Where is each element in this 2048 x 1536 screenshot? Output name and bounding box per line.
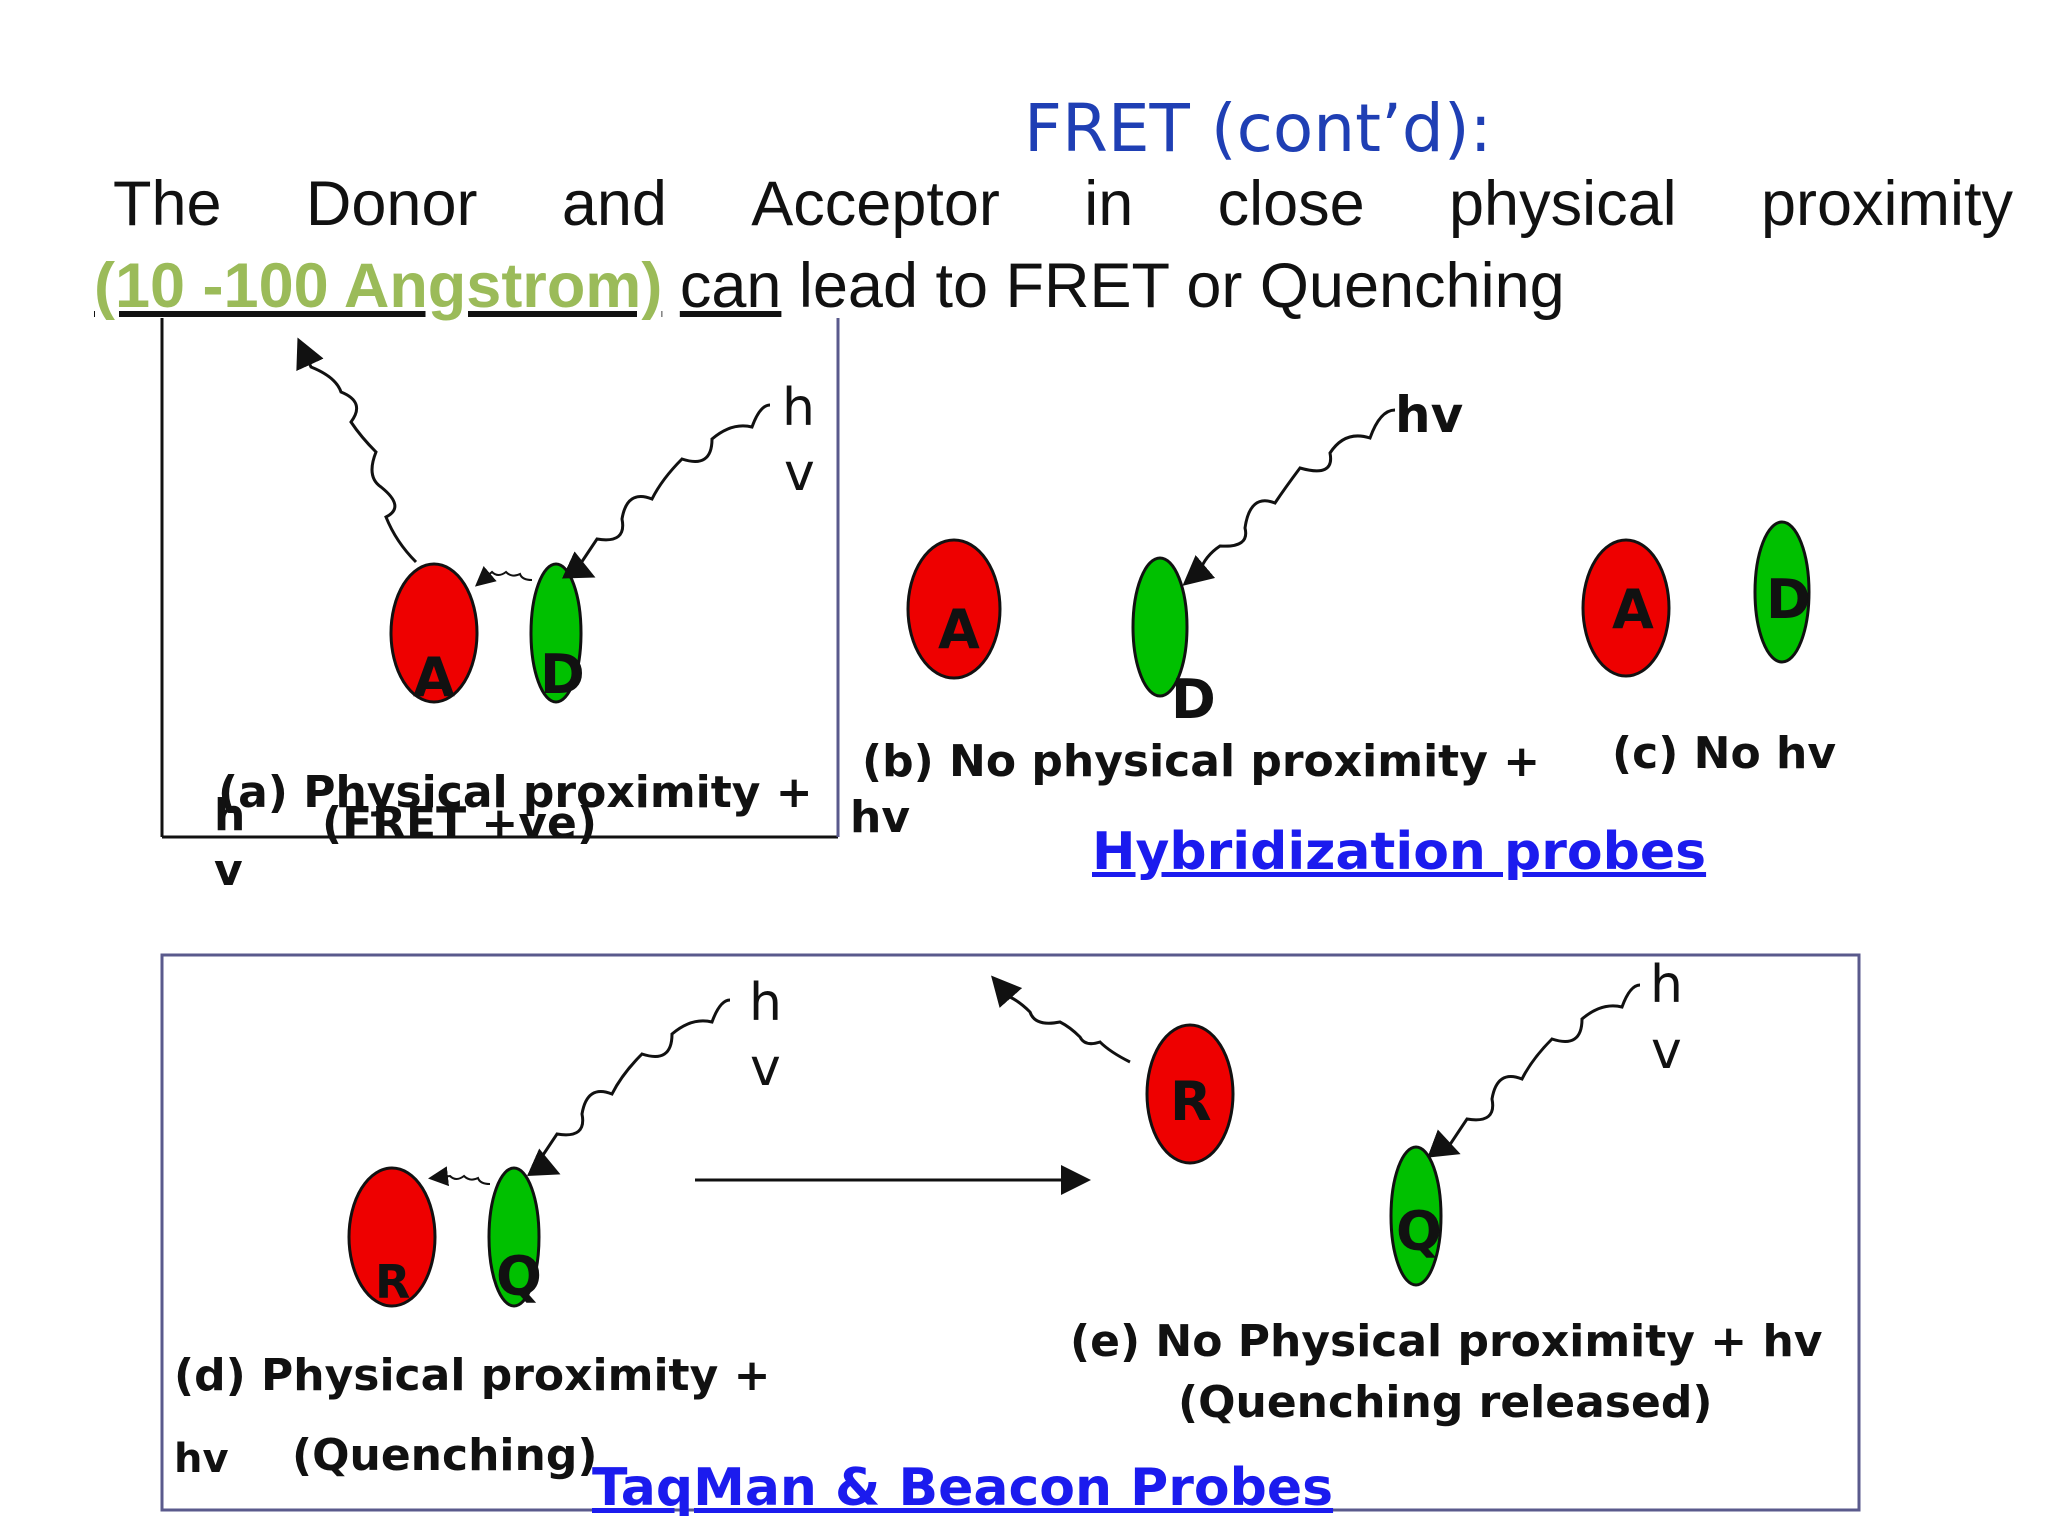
word: close <box>1217 169 1365 239</box>
caption-a: (a) Physical proximity + <box>218 767 813 818</box>
incoming-photon-arrow-a <box>561 403 771 579</box>
slide-title: FRET (cont’d): <box>1024 90 1492 167</box>
donor-label-c: D <box>1766 568 1811 631</box>
caption-e-sub: (Quenching released) <box>1178 1377 1713 1428</box>
hv-h-d: h <box>749 973 782 1033</box>
angstrom-range: (10 -100 Angstrom) <box>94 251 663 321</box>
caption-d-sub: (Quenching) <box>292 1430 598 1481</box>
incoming-photon-arrow-b <box>1182 408 1396 586</box>
quencher-molecule-e <box>1389 1145 1443 1287</box>
hv-v-e: v <box>1651 1021 1682 1081</box>
reporter-label-e: R <box>1170 1070 1212 1133</box>
hv-h-a: h <box>782 378 815 438</box>
caption-a-side-h: h <box>214 790 246 841</box>
caption-a-side-v: v <box>214 845 243 896</box>
caption-d: (d) Physical proximity + <box>174 1350 771 1401</box>
panel-a-frame <box>160 318 840 839</box>
emitted-photon-arrow-a <box>296 337 418 564</box>
word: Donor <box>305 169 478 239</box>
quencher-label-d: Q <box>496 1245 542 1308</box>
acceptor-label-c: A <box>1612 578 1654 641</box>
body-line-1: The Donor and Acceptor in close physical… <box>113 168 2013 240</box>
quencher-molecule-d <box>487 1166 541 1308</box>
acceptor-label-a: A <box>413 646 455 709</box>
word: proximity <box>1760 169 2013 239</box>
caption-c: (c) No hv <box>1612 728 1836 779</box>
caption-e: (e) No Physical proximity + hv <box>1070 1316 1823 1367</box>
reporter-label-d: R <box>375 1255 410 1309</box>
caption-b-sub: hv <box>850 792 911 843</box>
hv-label-b: hv <box>1395 386 1463 444</box>
body-line-2: (10 -100 Angstrom) can lead to FRET or Q… <box>94 250 1565 322</box>
acceptor-molecule-b <box>906 538 1002 680</box>
energy-transfer-arrow-d <box>428 1166 491 1187</box>
caption-b: (b) No physical proximity + <box>862 736 1541 787</box>
word: Acceptor <box>751 169 1000 239</box>
incoming-photon-arrow-e <box>1427 983 1641 1158</box>
hv-v-a: v <box>784 443 815 503</box>
word: and <box>561 169 667 239</box>
word: in <box>1084 169 1134 239</box>
quencher-label-e: Q <box>1396 1200 1442 1263</box>
donor-label-b: D <box>1171 668 1216 731</box>
donor-molecule-c <box>1753 520 1811 664</box>
hybridization-probes-link[interactable]: Hybridization probes <box>1092 822 1707 882</box>
reporter-molecule-e <box>1145 1023 1235 1165</box>
caption-d-hv: hv <box>174 1436 229 1482</box>
donor-molecule-b <box>1131 556 1189 698</box>
body-line-2-rest: lead to FRET or Quenching <box>781 251 1565 321</box>
hv-v-d: v <box>750 1038 781 1098</box>
caption-a-sub: (FRET +ve) <box>322 798 597 849</box>
can-word: can <box>679 251 782 321</box>
word: physical <box>1449 169 1677 239</box>
hv-h-e: h <box>1650 955 1683 1015</box>
taqman-beacon-probes-link[interactable]: TaqMan & Beacon Probes <box>592 1458 1334 1518</box>
donor-molecule-a <box>529 562 583 704</box>
acceptor-molecule-a <box>389 562 479 704</box>
energy-transfer-arrow-a <box>474 565 533 587</box>
word: The <box>113 169 222 239</box>
taqman-panel-frame <box>160 953 1861 1512</box>
incoming-photon-arrow-d <box>526 998 731 1176</box>
emitted-photon-arrow-e <box>991 975 1131 1064</box>
acceptor-label-b: A <box>938 598 980 661</box>
reporter-molecule-d <box>347 1166 437 1308</box>
acceptor-molecule-c <box>1581 538 1671 678</box>
donor-label-a: D <box>540 643 585 706</box>
